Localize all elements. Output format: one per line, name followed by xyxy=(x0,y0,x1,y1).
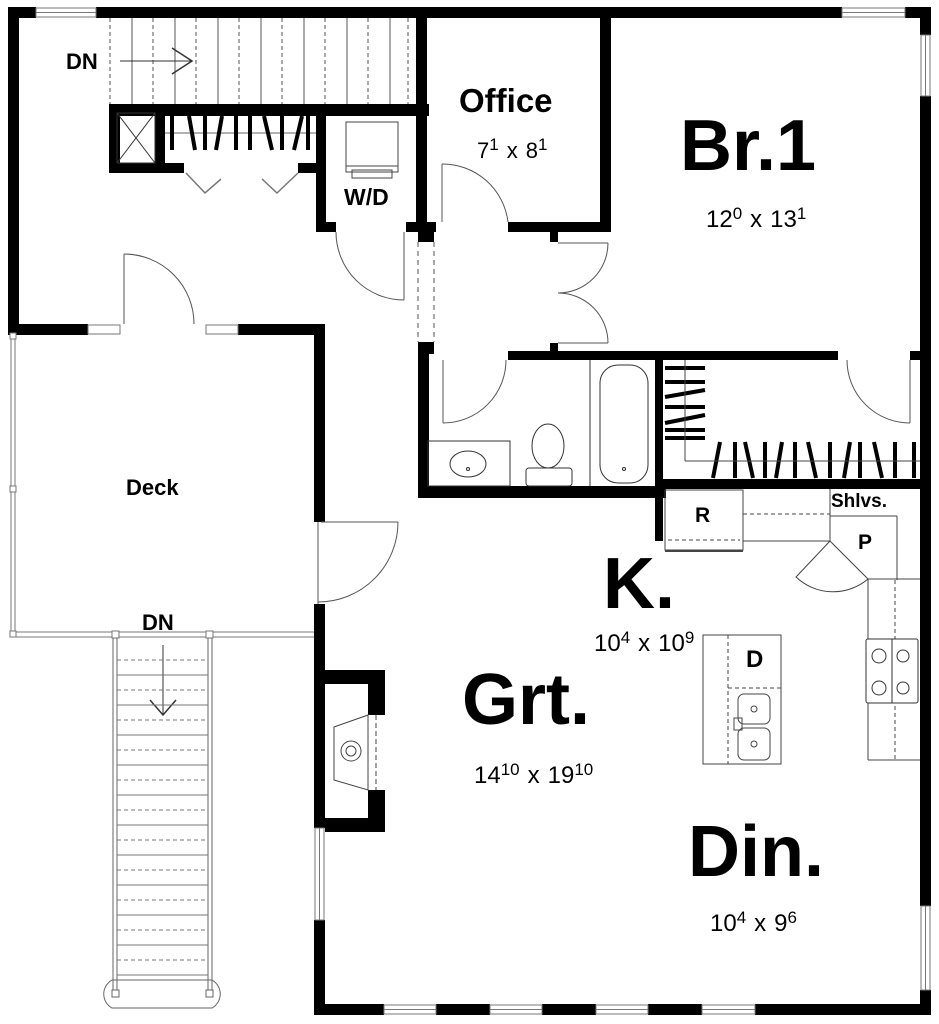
deck-staircase xyxy=(103,638,221,1009)
room-name-office: Office xyxy=(459,82,553,119)
shelves-label: Shlvs. xyxy=(831,491,887,512)
washer-dryer-label: W/D xyxy=(344,184,389,210)
stair-dn-label-deck: DN xyxy=(142,610,174,635)
bifold-doors xyxy=(185,172,299,195)
bathroom-fixtures xyxy=(427,360,649,487)
dishwasher-label: D xyxy=(746,646,764,673)
room-name-great-room: Grt. xyxy=(462,660,591,740)
room-name-br1: Br.1 xyxy=(680,106,817,186)
stove-range xyxy=(865,638,919,704)
pantry-label: P xyxy=(858,531,873,554)
windows xyxy=(35,7,931,1015)
closet-rods xyxy=(684,360,920,462)
refrigerator-label: R xyxy=(695,504,711,527)
doors xyxy=(123,163,911,604)
room-name-dining: Din. xyxy=(688,812,824,892)
deck-railing xyxy=(9,332,314,639)
room-name-deck: Deck xyxy=(126,475,179,500)
kitchen-island xyxy=(702,634,782,765)
deck-stair-treads xyxy=(117,659,208,976)
stair-dn-label-top: DN xyxy=(66,49,98,74)
walls xyxy=(8,7,931,1015)
closet-hangers-top xyxy=(170,115,310,151)
washer-dryer xyxy=(345,121,399,179)
room-name-kitchen: K. xyxy=(603,544,675,624)
top-staircase xyxy=(109,18,409,104)
fireplace xyxy=(333,714,377,791)
